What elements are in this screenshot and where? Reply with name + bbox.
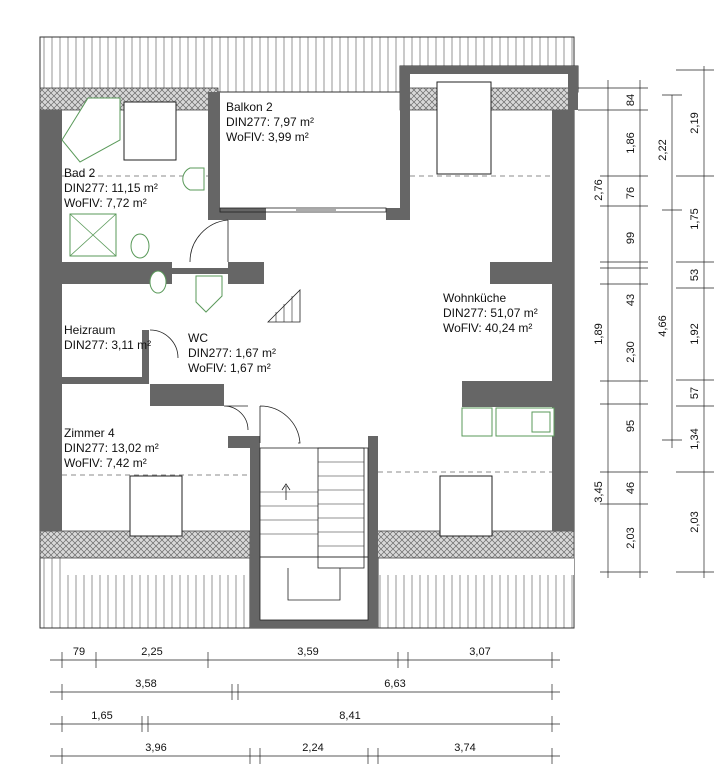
room-din-balkon: DIN277: 7,97 m² xyxy=(226,115,314,129)
dim-bottom-3-74: 3,74 xyxy=(454,742,475,754)
room-din-bad: DIN277: 11,15 m² xyxy=(64,181,158,195)
doors xyxy=(149,219,301,444)
dim-right-1-92: 1,92 xyxy=(689,323,701,344)
dim-right-4-66: 4,66 xyxy=(657,315,669,336)
dim-right-2-22: 2,22 xyxy=(657,139,669,160)
dim-right-53: 53 xyxy=(689,269,701,281)
room-din-heizraum: DIN277: 3,11 m² xyxy=(64,338,151,352)
room-name-wohnkueche: Wohnküche xyxy=(443,291,506,305)
room-din-wc: DIN277: 1,67 m² xyxy=(188,346,276,360)
dim-right-2-76: 2,76 xyxy=(593,179,605,200)
dim-right-46: 46 xyxy=(625,482,637,494)
bottom-dimensions: 79 2,25 3,59 3,07 3,58 6,63 1,65 8,41 3,… xyxy=(50,646,560,764)
dim-bottom-2-25: 2,25 xyxy=(141,646,162,658)
room-din-zimmer4: DIN277: 13,02 m² xyxy=(64,441,159,455)
room-labels: Balkon 2 DIN277: 7,97 m² WoFlV: 3,99 m² … xyxy=(64,100,538,470)
dim-bottom-79: 79 xyxy=(73,646,85,658)
room-din-wohnkueche: DIN277: 51,07 m² xyxy=(443,306,538,320)
room-wofiv-wc: WoFlV: 1,67 m² xyxy=(188,361,271,375)
room-name-wc: WC xyxy=(188,331,208,345)
dim-right-1-89: 1,89 xyxy=(593,323,605,344)
windows xyxy=(123,81,493,537)
dim-bottom-3-59: 3,59 xyxy=(297,646,318,658)
stair-dormer xyxy=(249,556,379,629)
dim-bottom-3-96: 3,96 xyxy=(145,742,166,754)
dim-right-43: 43 xyxy=(625,294,637,306)
room-wofiv-bad: WoFlV: 7,72 m² xyxy=(64,196,147,210)
room-wofiv-zimmer4: WoFlV: 7,42 m² xyxy=(64,456,147,470)
dim-right-95: 95 xyxy=(625,420,637,432)
dim-right-1-34: 1,34 xyxy=(689,428,701,449)
dim-bottom-1-65: 1,65 xyxy=(91,710,112,722)
right-dimensions: 2,76 1,89 3,45 84 1,86 76 99 43 2,30 95 … xyxy=(578,66,714,578)
dim-right-2-19: 2,19 xyxy=(689,112,701,133)
stairwell xyxy=(259,447,369,621)
dim-bottom-3-07: 3,07 xyxy=(469,646,490,658)
dim-right-76: 76 xyxy=(625,187,637,199)
dim-right-99: 99 xyxy=(625,232,637,244)
dim-right-1-75: 1,75 xyxy=(689,208,701,229)
dim-right-57: 57 xyxy=(689,387,701,399)
dim-bottom-3-58: 3,58 xyxy=(135,678,156,690)
dim-right-1-86: 1,86 xyxy=(625,132,637,153)
dim-right-2-03-b: 2,03 xyxy=(689,511,701,532)
dim-right-84: 84 xyxy=(625,94,637,106)
dormer-bottom-right xyxy=(378,557,574,575)
room-wofiv-balkon: WoFlV: 3,99 m² xyxy=(226,130,309,144)
interior-walls xyxy=(62,262,552,448)
dim-right-3-45: 3,45 xyxy=(593,481,605,502)
dormer-bottom-left xyxy=(62,557,248,575)
exterior-walls xyxy=(40,66,578,628)
dim-bottom-8-41: 8,41 xyxy=(339,710,360,722)
room-name-balkon: Balkon 2 xyxy=(226,100,273,114)
bath-fixtures xyxy=(61,97,555,437)
staircase-upper xyxy=(267,289,301,323)
room-wofiv-wohnkueche: WoFlV: 40,24 m² xyxy=(443,321,532,335)
balcony-walls xyxy=(208,92,410,220)
dim-bottom-6-63: 6,63 xyxy=(384,678,405,690)
dim-right-2-30: 2,30 xyxy=(625,341,637,362)
dim-right-2-03: 2,03 xyxy=(625,527,637,548)
room-name-zimmer4: Zimmer 4 xyxy=(64,426,115,440)
room-name-bad: Bad 2 xyxy=(64,166,96,180)
dim-bottom-2-24: 2,24 xyxy=(302,742,323,754)
room-name-heizraum: Heizraum xyxy=(64,323,115,337)
